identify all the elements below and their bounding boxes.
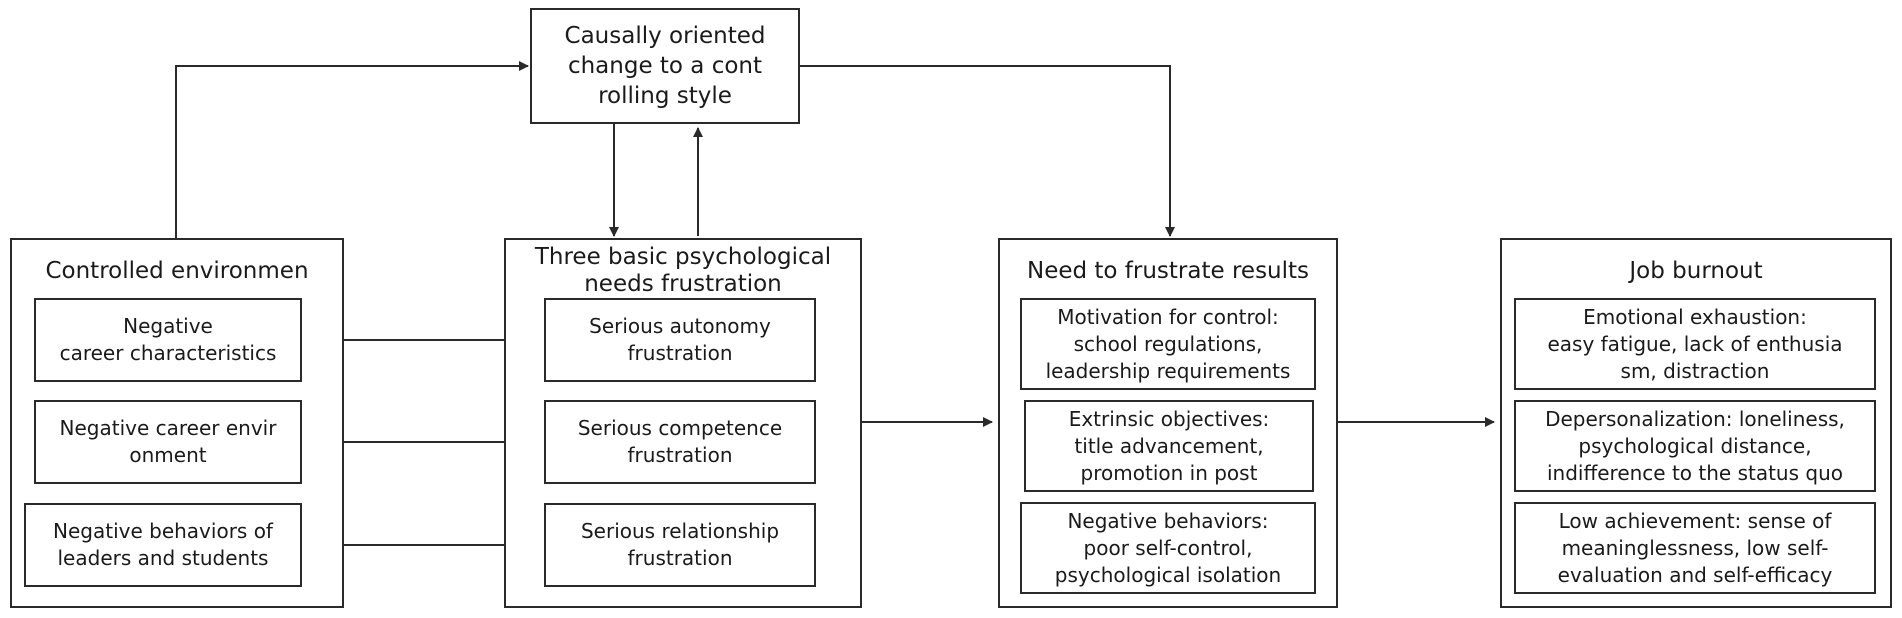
group-title: Need to frustrate results	[1026, 258, 1310, 284]
autonomy-frustration-box: Serious autonomy frustration	[544, 298, 816, 382]
arrow-causal-to-results	[796, 65, 1175, 237]
depersonalization-box: Depersonalization: loneliness, psycholog…	[1514, 400, 1876, 492]
group-title: Controlled environmen	[45, 258, 309, 284]
negative-career-characteristics-box: Negative career characteristics	[34, 298, 302, 382]
competence-frustration-box: Serious competence frustration	[544, 400, 816, 484]
motivation-for-control-box: Motivation for control: school regulatio…	[1020, 298, 1316, 390]
negative-career-environment-box: Negative career envir onment	[34, 400, 302, 484]
arrow-environment-to-causal	[175, 61, 529, 238]
group-title: Job burnout	[1629, 258, 1763, 284]
low-achievement-box: Low achievement: sense of meaninglessnes…	[1514, 502, 1876, 594]
negative-leader-student-behaviors-box: Negative behaviors of leaders and studen…	[24, 503, 302, 587]
emotional-exhaustion-box: Emotional exhaustion: easy fatigue, lack…	[1514, 298, 1876, 390]
negative-behaviors-box: Negative behaviors: poor self-control, p…	[1020, 502, 1316, 594]
causal-orientation-box: Causally oriented change to a cont rolli…	[530, 8, 800, 124]
relationship-frustration-box: Serious relationship frustration	[544, 503, 816, 587]
extrinsic-objectives-box: Extrinsic objectives: title advancement,…	[1024, 400, 1314, 492]
group-title: Three basic psychological needs frustrat…	[534, 244, 832, 297]
